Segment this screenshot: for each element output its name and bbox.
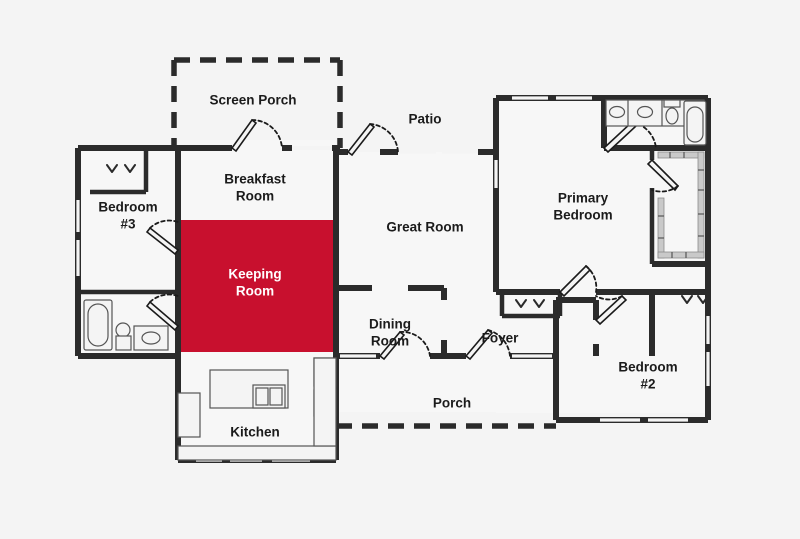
primary-bathroom-fixtures bbox=[605, 99, 707, 146]
room-labels: Screen Porch Breakfast Room Keeping Room… bbox=[98, 93, 677, 440]
door-bedroom3 bbox=[145, 219, 180, 256]
room-label-breakfast-room-line1: Breakfast bbox=[224, 172, 286, 187]
door-primary-bedroom bbox=[558, 264, 598, 298]
keeping-room-highlight bbox=[178, 220, 336, 352]
door-patio bbox=[346, 122, 399, 157]
room-label-bedroom3-line2: #3 bbox=[120, 217, 136, 232]
toilet-icon bbox=[663, 99, 681, 125]
room-label-great-room: Great Room bbox=[386, 220, 463, 235]
room-label-breakfast-room-line2: Room bbox=[236, 189, 274, 204]
room-label-keeping-room-line1: Keeping bbox=[228, 267, 281, 282]
bathtub-icon bbox=[83, 299, 113, 351]
door-front-entry bbox=[464, 328, 511, 361]
vanity-sink-icon bbox=[133, 325, 169, 351]
doors bbox=[145, 118, 680, 361]
primary-closet-shelving bbox=[657, 151, 705, 259]
room-label-screen-porch: Screen Porch bbox=[209, 93, 296, 108]
hanger-icon bbox=[515, 299, 545, 308]
room-label-porch: Porch bbox=[433, 396, 471, 411]
door-hall-bath bbox=[145, 293, 180, 332]
hanger-icon bbox=[106, 164, 136, 173]
oval-sink-icon bbox=[636, 105, 654, 119]
toilet-icon bbox=[115, 322, 132, 351]
door-primary-closet bbox=[646, 158, 680, 193]
floor-areas bbox=[78, 98, 708, 460]
door-bedroom2 bbox=[594, 294, 628, 326]
room-label-foyer: Foyer bbox=[482, 331, 520, 346]
pantry-icon bbox=[177, 392, 201, 438]
kitchen-fixtures bbox=[177, 357, 337, 461]
door-screen-porch bbox=[230, 118, 283, 153]
room-label-bedroom3-line1: Bedroom bbox=[98, 200, 157, 215]
windows bbox=[76, 96, 710, 462]
room-label-primary-bedroom-line2: Bedroom bbox=[553, 208, 612, 223]
counter-run-icon bbox=[177, 445, 337, 461]
hanger-icon bbox=[681, 295, 709, 304]
counter-right-run-icon bbox=[313, 357, 337, 447]
room-label-primary-bedroom-line1: Primary bbox=[558, 191, 609, 206]
room-label-dining-room-line2: Room bbox=[371, 334, 409, 349]
room-label-bedroom2-line2: #2 bbox=[640, 377, 655, 392]
screen-porch-outline bbox=[171, 57, 343, 148]
room-label-dining-room-line1: Dining bbox=[369, 317, 411, 332]
door-dining-porch bbox=[378, 330, 431, 361]
oval-sink-icon bbox=[608, 105, 626, 119]
room-label-patio: Patio bbox=[408, 112, 441, 127]
room-label-kitchen: Kitchen bbox=[230, 425, 280, 440]
double-sink-icon bbox=[252, 384, 286, 409]
room-label-bedroom2-line1: Bedroom bbox=[618, 360, 677, 375]
closet-hangers bbox=[106, 164, 709, 308]
bathtub-icon bbox=[683, 100, 707, 146]
room-label-keeping-room-line2: Room bbox=[236, 284, 274, 299]
hall-bathroom-fixtures bbox=[83, 299, 169, 351]
